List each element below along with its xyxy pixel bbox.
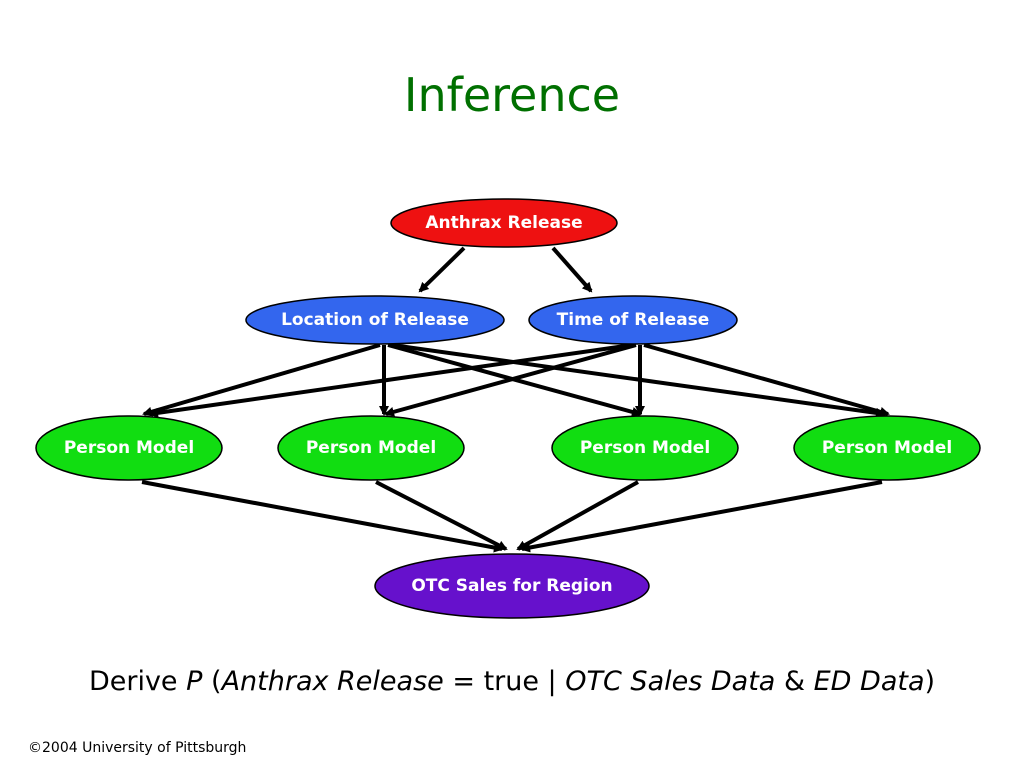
node-person-model-2: Person Model	[277, 415, 465, 481]
edges	[141, 246, 890, 553]
node-location-of-release-shape	[245, 295, 505, 345]
node-person-model-4-label: Person Model	[822, 438, 952, 458]
edge-person-1-to-otc	[141, 480, 504, 553]
node-otc-sales-for-region-label: OTC Sales for Region	[411, 576, 612, 596]
copyright-symbol: ©	[28, 740, 42, 756]
copyright-text: 2004 University of Pittsburgh	[42, 740, 247, 756]
formula-derive: Derive	[88, 666, 178, 697]
copyright-footer: ©2004 University of Pittsburgh	[28, 740, 246, 756]
formula-anthrax-release: Anthrax Release	[221, 666, 444, 697]
node-person-model-3-label: Person Model	[580, 438, 710, 458]
node-person-model-4: Person Model	[793, 415, 981, 481]
node-location-of-release-label: Location of Release	[281, 310, 469, 330]
edge-person-2-to-otc	[375, 480, 508, 551]
formula-open-paren: (	[211, 666, 222, 697]
formula-ed-data: ED Data	[813, 666, 925, 697]
formula-p: P	[186, 666, 203, 697]
node-anthrax-release-label: Anthrax Release	[425, 213, 582, 233]
edge-anthrax-to-time	[551, 246, 593, 293]
node-person-model-2-shape	[277, 415, 465, 481]
node-person-model-1: Person Model	[35, 415, 223, 481]
edge-person-3-to-otc	[516, 480, 639, 551]
slide-title: Inference	[403, 68, 621, 122]
node-person-model-3-shape	[551, 415, 739, 481]
node-person-model-3: Person Model	[551, 415, 739, 481]
formula-otc-sales-data: OTC Sales Data	[565, 666, 776, 697]
node-otc-sales-for-region-shape	[374, 553, 650, 619]
edge-time-to-person-4	[643, 343, 890, 417]
node-otc-sales-for-region: OTC Sales for Region	[374, 553, 650, 619]
node-person-model-1-shape	[35, 415, 223, 481]
node-anthrax-release-shape	[390, 198, 618, 248]
node-location-of-release: Location of Release	[245, 295, 505, 345]
node-time-of-release: Time of Release	[528, 295, 738, 345]
edge-location-to-person-1	[142, 343, 381, 417]
node-person-model-2-label: Person Model	[306, 438, 436, 458]
edge-time-to-person-1	[148, 343, 633, 418]
node-person-model-1-label: Person Model	[64, 438, 194, 458]
node-time-of-release-label: Time of Release	[557, 310, 710, 330]
node-person-model-4-shape	[793, 415, 981, 481]
probability-formula: Derive P (Anthrax Release = true | OTC S…	[0, 666, 1024, 697]
node-time-of-release-shape	[528, 295, 738, 345]
formula-close-paren: )	[924, 666, 936, 697]
formula-ampersand: &	[783, 666, 805, 697]
edge-anthrax-to-location	[418, 246, 466, 293]
node-anthrax-release: Anthrax Release	[390, 198, 618, 248]
edge-time-to-person-2	[384, 343, 637, 417]
edge-person-4-to-otc	[520, 480, 883, 553]
formula-equals-true: = true |	[452, 666, 557, 697]
